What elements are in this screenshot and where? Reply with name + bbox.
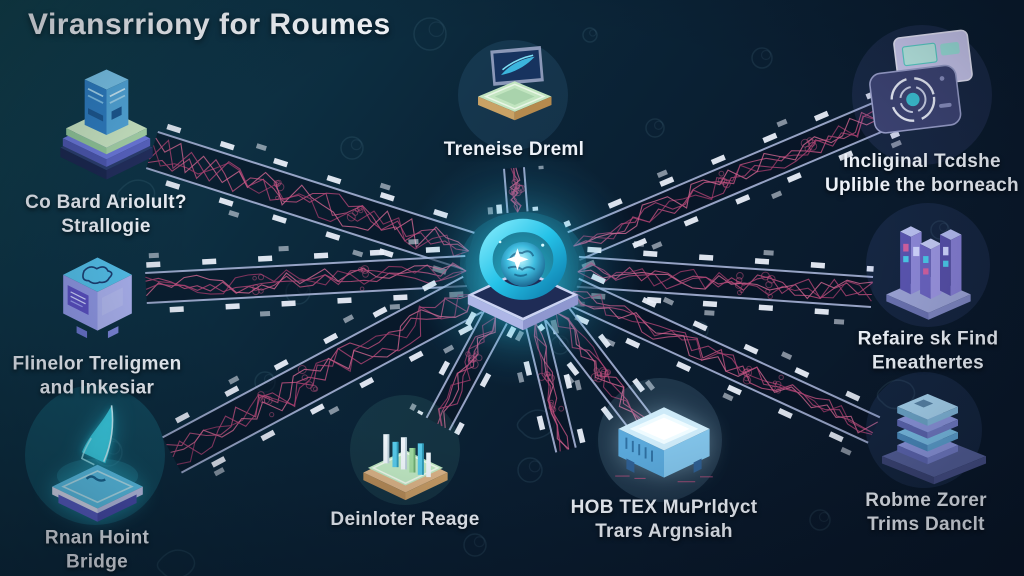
node-label: Co Bard Ariolult? Strallogie: [25, 191, 187, 239]
laptop-screen-icon: [478, 46, 552, 121]
node-label-line: Rnan Hoint: [44, 527, 150, 549]
node-label: Deinloter Reage: [330, 508, 479, 532]
data-towers-icon: [885, 226, 971, 320]
node-label-line: Uplible the borneach: [825, 175, 1019, 196]
hologram-platform-icon: [51, 405, 143, 522]
node-label-line: Strallogie: [61, 216, 151, 237]
ai-cube-icon: [62, 257, 132, 339]
server-module-icon: [615, 407, 713, 483]
circuit-board-bars-icon: [362, 434, 448, 501]
node-label: Robme Zorer Trims Danclt: [865, 489, 987, 537]
node-label-line: Eneathertes: [871, 352, 985, 374]
node-server-stack: Co Bard Ariolult? Strallogie: [0, 61, 231, 239]
node-label: Treneise Dreml: [444, 138, 584, 162]
node-hologram-platform: Rnan Hoint Bridge: [0, 398, 222, 575]
server-stack-icon: [59, 69, 153, 180]
node-label-line: Treneise Dreml: [443, 139, 585, 161]
node-server-module: HOB TEX MuPrldyct Trars Argnsiah: [539, 396, 789, 544]
layer-stack-icon: [882, 393, 986, 485]
node-layer-stack: Robme Zorer Trims Danclt: [801, 373, 1024, 537]
node-label-line: and Inkesiar: [39, 377, 155, 399]
node-label-line: HOB TEX MuPrldyct: [570, 497, 758, 519]
node-label: Rnan Hoint Bridge: [45, 527, 149, 575]
node-label-line: Deinloter Reage: [330, 509, 480, 531]
node-data-towers: Refaire sk Find Eneathertes: [803, 209, 1024, 376]
node-label-line: Trars Argnsiah: [595, 521, 733, 542]
node-laptop: Treneise Dreml: [389, 46, 639, 162]
node-label: HOB TEX MuPrldyct Trars Argnsiah: [571, 496, 758, 544]
node-label-line: Robme Zorer: [865, 490, 987, 512]
node-label-line: Refaire sk Find: [857, 328, 999, 350]
node-label-line: Bridge: [66, 551, 128, 573]
node-label-line: Trims Danclt: [867, 514, 985, 535]
node-ai-cube: Flinelor Treligmen and Inkesiar: [0, 252, 222, 401]
node-label: Refaire sk Find Eneathertes: [858, 328, 999, 376]
node-label-line: Incliginal Tcdshe: [843, 151, 1001, 173]
node-label-line: Co Bard Ariolult?: [25, 192, 187, 214]
page-title: Viransrriony for Roumes: [28, 8, 391, 41]
ai-core-hub-icon: [459, 212, 587, 331]
node-label: Incliginal Tcdshe Uplible the borneach: [825, 150, 1019, 198]
node-circuit-board: Deinloter Reage: [280, 408, 530, 532]
node-label: Flinelor Treligmen and Inkesiar: [12, 353, 181, 401]
target-cards-icon: [869, 29, 973, 134]
node-label-line: Flinelor Treligmen: [12, 353, 182, 375]
node-target-cards: Incliginal Tcdshe Uplible the borneach: [797, 28, 1024, 198]
node-ai-core-hub: [433, 201, 613, 335]
